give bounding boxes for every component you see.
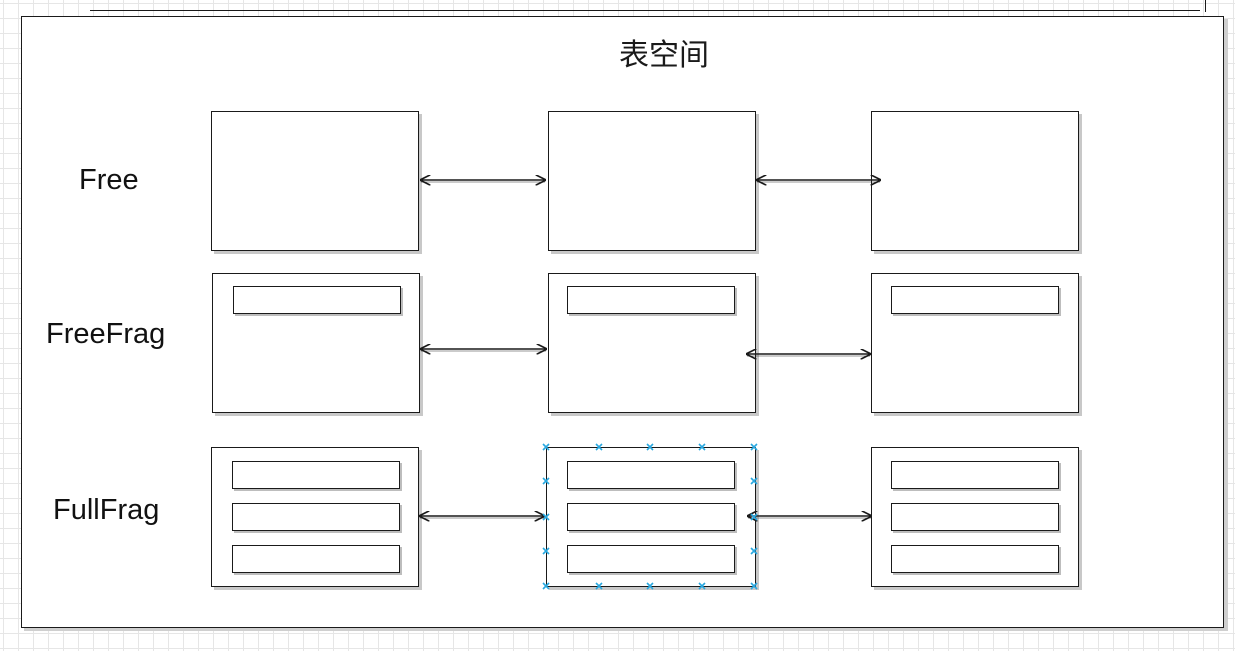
used-fragment-bar[interactable]: [567, 286, 735, 314]
free-page-2[interactable]: [548, 111, 756, 251]
used-fragment-bar[interactable]: [891, 461, 1059, 489]
used-fragment-bar[interactable]: [233, 286, 401, 314]
diagram-title: 表空间: [619, 38, 709, 73]
frame-top-edge: [90, 10, 1200, 11]
frame-right-edge: [1205, 0, 1206, 12]
row-label-fullfrag: FullFrag: [53, 494, 160, 526]
used-fragment-bar[interactable]: [891, 545, 1059, 573]
free-page-3[interactable]: [871, 111, 1079, 251]
used-fragment-bar[interactable]: [232, 503, 400, 531]
used-fragment-bar[interactable]: [891, 286, 1059, 314]
row-label-freefrag: FreeFrag: [46, 318, 166, 350]
used-fragment-bar[interactable]: [232, 461, 400, 489]
used-fragment-bar[interactable]: [567, 503, 735, 531]
free-page-1[interactable]: [211, 111, 419, 251]
used-fragment-bar[interactable]: [567, 461, 735, 489]
used-fragment-bar[interactable]: [232, 545, 400, 573]
row-label-free: Free: [79, 164, 139, 196]
used-fragment-bar[interactable]: [567, 545, 735, 573]
used-fragment-bar[interactable]: [891, 503, 1059, 531]
